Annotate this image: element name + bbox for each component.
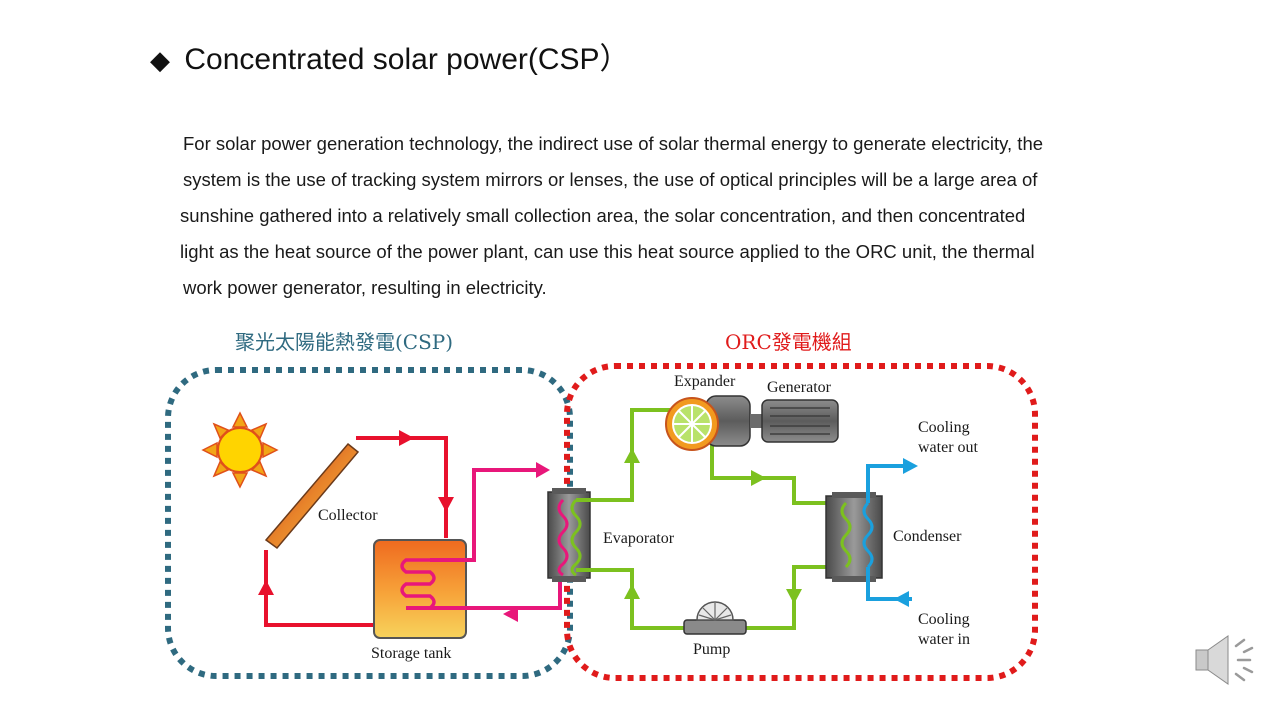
body-line: sunshine gathered into a relatively smal…: [180, 205, 1026, 226]
orc-group-boundary: [564, 363, 1038, 681]
body-line: system is the use of tracking system mir…: [183, 169, 1038, 190]
storage-tank: [373, 539, 467, 639]
flow-arrow: [624, 584, 640, 599]
cooling-in-label: water in: [918, 631, 970, 648]
generator-label: Generator: [767, 379, 832, 396]
cooling-out-label: Cooling: [918, 419, 970, 436]
cooling-out-label: water out: [918, 439, 979, 456]
cooling-in-label: Cooling: [918, 611, 970, 628]
generator: [705, 395, 839, 447]
flow-arrow: [503, 606, 518, 622]
expander: [665, 397, 719, 451]
csp-group-boundary: [165, 367, 573, 679]
title-bullet: ◆: [150, 45, 170, 75]
orc-group-label: ORC發電機組: [725, 330, 852, 354]
flow-arrow: [786, 589, 802, 604]
flow-arrow: [536, 462, 550, 478]
title-text: Concentrated solar power(CSP）: [184, 43, 630, 76]
flow-arrow: [399, 430, 414, 446]
body-line: For solar power generation technology, t…: [183, 133, 1044, 154]
flow-arrow: [751, 470, 766, 486]
flow-arrow: [624, 448, 640, 463]
flow-arrow: [258, 580, 274, 595]
sun-icon: [201, 411, 279, 489]
flow-arrow: [438, 497, 454, 512]
expander-label: Expander: [674, 373, 736, 390]
condenser-label: Condenser: [893, 528, 962, 545]
evaporator: [547, 488, 591, 582]
flow-arrow: [903, 458, 918, 474]
evaporator-label: Evaporator: [603, 530, 675, 547]
csp-group-label: 聚光太陽能熱發電(CSP): [235, 330, 453, 354]
speaker-icon[interactable]: [1195, 635, 1254, 685]
slide-title: ◆ Concentrated solar power(CSP）: [150, 34, 630, 78]
condenser: [825, 492, 883, 582]
body-line: work power generator, resulting in elect…: [183, 277, 547, 298]
flow-arrow: [894, 591, 909, 607]
pump-label: Pump: [693, 641, 730, 658]
collector-label: Collector: [318, 507, 378, 524]
pump: [683, 601, 747, 635]
storage-tank-label: Storage tank: [371, 645, 451, 662]
body-line: light as the heat source of the power pl…: [180, 241, 1035, 262]
body-paragraph: For solar power generation technology, t…: [150, 126, 1150, 306]
collector: [264, 442, 360, 550]
